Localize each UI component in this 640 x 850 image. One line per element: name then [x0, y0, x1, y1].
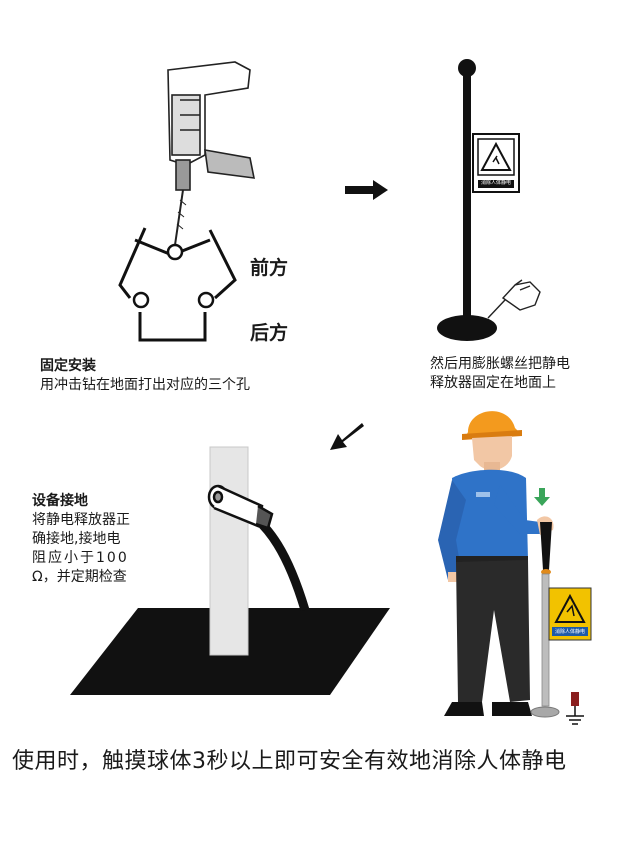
step3-line-1: 将静电释放器正	[32, 512, 130, 528]
ground-rod-icon	[566, 692, 584, 725]
green-arrow-down-icon	[534, 488, 550, 506]
step3-line-3: 阻应小于100	[32, 550, 129, 566]
step3-line-4: Ω，并定期检查	[32, 569, 127, 585]
worker-pants	[456, 560, 530, 702]
worker-shirt	[452, 469, 528, 562]
step3-title: 设备接地	[32, 493, 88, 509]
step1-title: 固定安装	[40, 358, 96, 374]
cable-clamp-icon	[207, 484, 274, 530]
step1-caption: 固定安装 用冲击钻在地面打出对应的三个孔	[40, 357, 320, 395]
hand-screwdriver-icon	[487, 279, 541, 319]
static-release-device-icon	[530, 522, 560, 718]
label-back: 后方	[250, 322, 289, 344]
safety-helmet-icon	[462, 411, 522, 440]
base-plate-outline	[118, 227, 237, 342]
step2-caption: 然后用膨胀螺丝把静电 释放器固定在地面上	[430, 355, 630, 393]
step3-caption: 设备接地 将静电释放器正 确接地,接地电 阻应小于100 Ω，并定期检查	[32, 492, 172, 587]
step2-text-line1: 然后用膨胀螺丝把静电	[430, 356, 570, 372]
step2-text-line2: 释放器固定在地面上	[430, 375, 556, 391]
label-front: 前方	[250, 257, 289, 279]
mount-hole-icon	[132, 243, 215, 309]
hammer-drill-icon	[167, 61, 256, 246]
step3-line-2: 确接地,接地电	[32, 531, 121, 547]
step1-text: 用冲击钻在地面打出对应的三个孔	[40, 377, 250, 393]
warning-sign-icon	[548, 587, 592, 641]
pole-sign-caption: 消除人体静电	[480, 180, 511, 186]
warning-sign-icon	[472, 133, 520, 193]
footer-instruction: 使用时，触摸球体3秒以上即可安全有效地消除人体静电	[12, 749, 567, 774]
grounding-plate	[209, 446, 249, 656]
device-sign-caption: 消除人体静电	[554, 629, 585, 635]
